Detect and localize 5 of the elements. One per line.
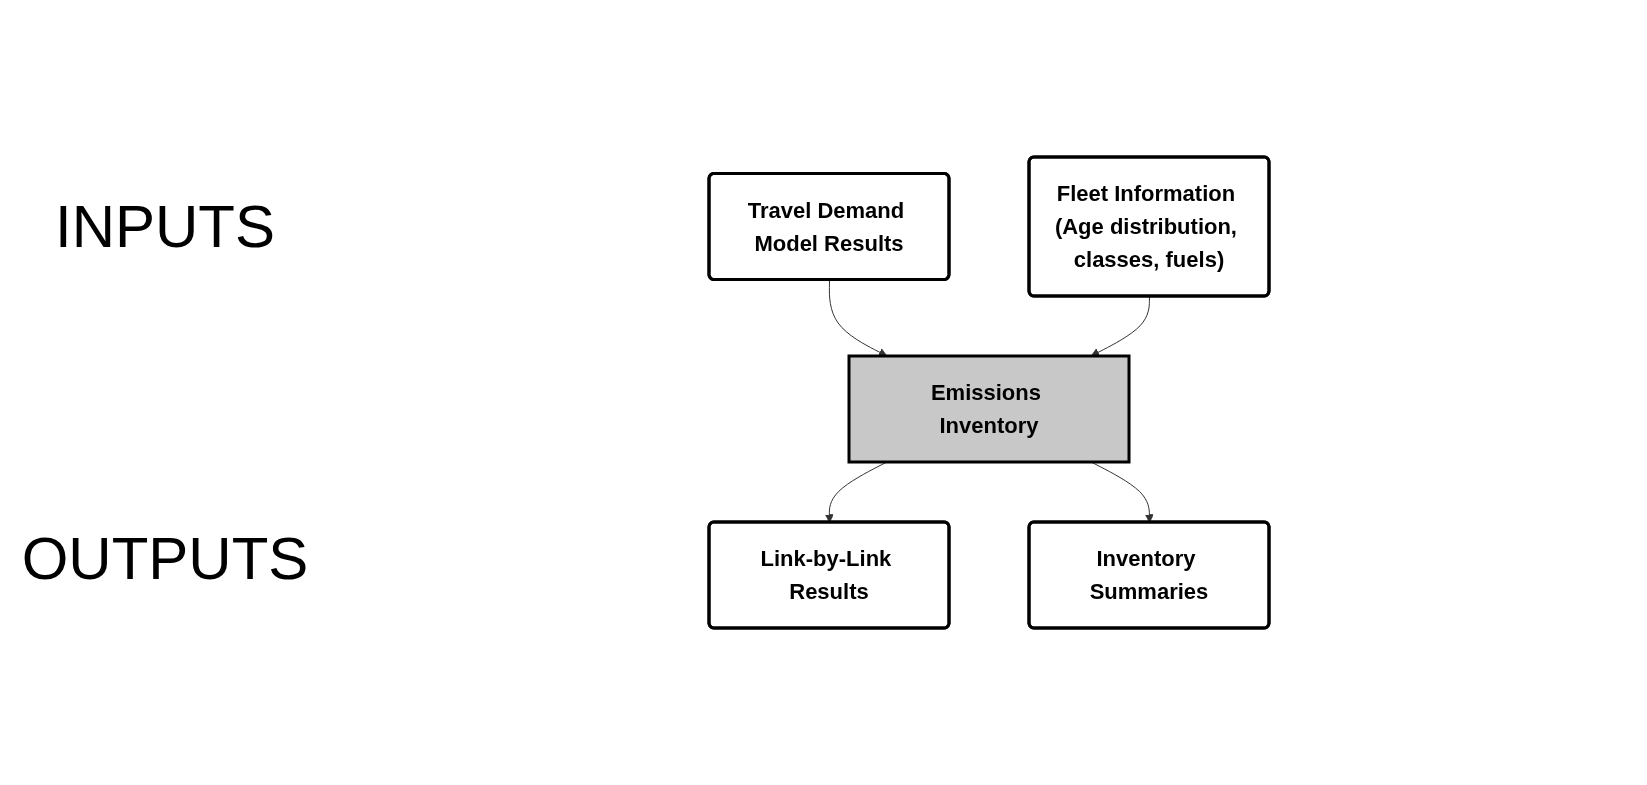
node-box: Emissions Inventory xyxy=(847,354,1130,464)
arrow xyxy=(1090,296,1150,357)
section-label: INPUTS xyxy=(55,191,275,261)
section-label: OUTPUTS xyxy=(21,524,309,594)
arrow xyxy=(828,279,887,357)
